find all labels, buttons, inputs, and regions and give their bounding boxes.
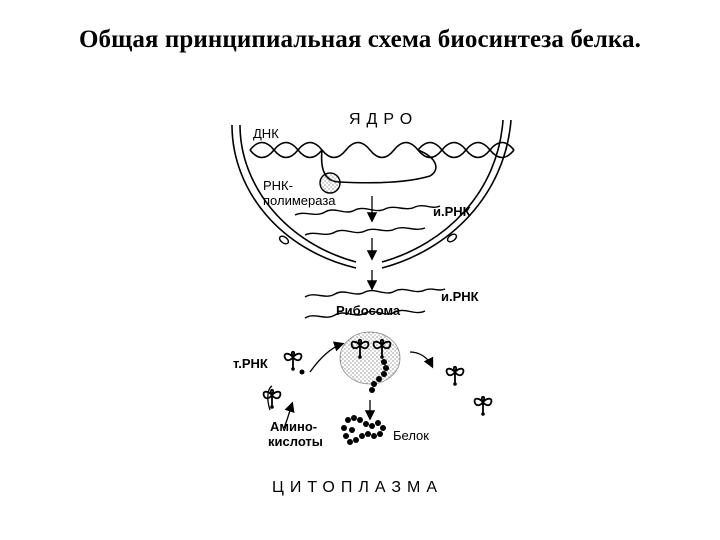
trna-icon-released-2 [473,395,493,417]
label-rna-polymerase-1: РНК- [263,178,293,193]
label-mrna-cytoplasm: и.РНК [441,289,479,304]
ribosome-icon [339,331,401,385]
page-title: Общая принципиальная схема биосинтеза бе… [78,26,641,53]
label-cytoplasm: ЦИТОПЛАЗМА [272,479,443,496]
protein-icon [341,415,386,445]
label-nucleus: ЯДРО [349,111,418,128]
label-ribosome: Рибосома [336,303,401,318]
dna-helix [249,141,515,184]
label-rna-polymerase-2: полимераза [263,193,336,208]
trna-icon-free-1 [283,350,303,372]
label-protein: Белок [393,428,429,443]
nuclear-pores [278,233,458,245]
label-amino-acids-1: Амино- [270,419,317,434]
label-dna: ДНК [253,126,279,141]
trna-icon-released-1 [445,365,465,387]
label-amino-acids-2: кислоты [268,434,323,449]
trna-arrows [267,341,434,429]
nuclear-mrna [294,205,441,236]
amino-acid-dot [299,369,305,375]
trna-icon-free-2 [262,388,282,410]
peptide-chain [369,359,389,393]
label-mrna-nucleus: и.РНК [433,204,471,219]
nuclear-envelope [231,119,512,269]
rna-polymerase-icon [319,172,341,194]
label-trna: т.РНК [233,356,268,371]
cytoplasmic-mrna [304,288,446,319]
